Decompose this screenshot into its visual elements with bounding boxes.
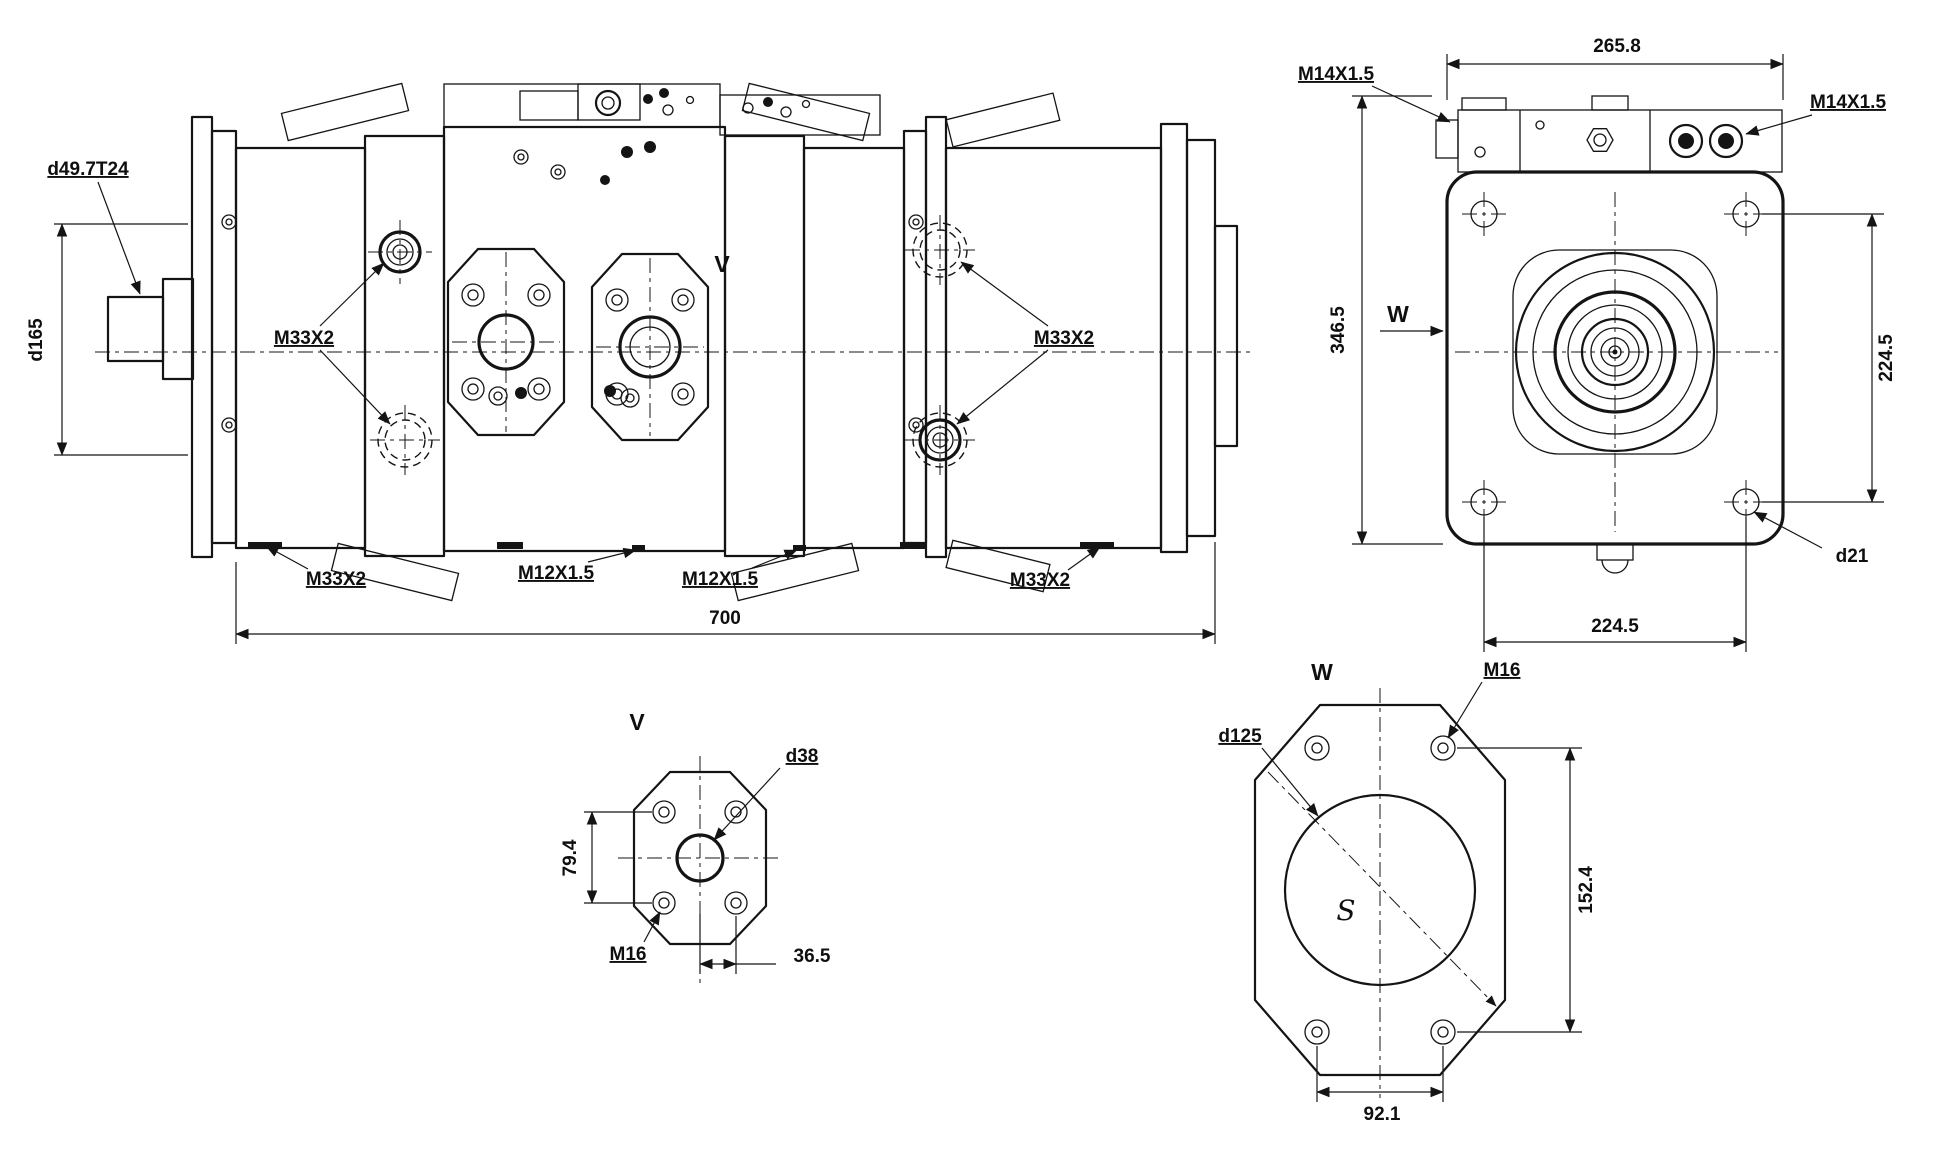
center-boss	[1514, 251, 1716, 453]
main-view: 700 d165 d49.7T24 M33X2 M33X2 M33X2	[26, 82, 1252, 644]
m14-left-label: M14X1.5	[1298, 64, 1374, 85]
m33-bottom-right-label: M33X2	[1010, 570, 1070, 591]
d125-label: d125	[1218, 726, 1262, 747]
callout-m14-left: M14X1.5	[1298, 64, 1451, 123]
mounting-brackets	[280, 82, 1061, 602]
end-top-assembly	[1435, 95, 1783, 173]
callout-port-top-right: M33X2	[956, 261, 1094, 425]
side-port-top-right-hidden	[905, 215, 975, 285]
detail-w-title: W	[1311, 659, 1333, 685]
dim-224-right-label: 224.5	[1876, 334, 1897, 382]
dim-end-height: 346.5	[1328, 95, 1443, 545]
detail-v-title: V	[629, 709, 645, 735]
detail-v-view: V d38 79.4 M16	[560, 709, 831, 984]
dim-d165-label: d165	[26, 318, 47, 362]
side-port-bottom-left-hidden	[370, 405, 440, 475]
view-w-marker-group: W	[1380, 301, 1444, 337]
v-flange	[618, 756, 782, 984]
callout-d125: d125	[1218, 726, 1319, 817]
dim-overall-length: 700	[235, 542, 1216, 644]
side-port-bottom-right	[905, 405, 975, 475]
dim-v-pitch-vertical: 79.4	[560, 811, 652, 904]
callout-m14-right: M14X1.5	[1745, 92, 1886, 136]
dim-v-pitch-horizontal: 36.5	[699, 914, 831, 974]
v-m16-label: M16	[610, 944, 647, 965]
dim-36-label: 36.5	[794, 946, 831, 967]
dim-end-width: 265.8	[1446, 36, 1784, 100]
view-w-marker: W	[1387, 301, 1409, 327]
dim-bolt-bottom: 224.5	[1483, 517, 1747, 652]
d38-label: d38	[786, 746, 819, 767]
drive-shaft	[106, 277, 195, 381]
m33-left-label: M33X2	[274, 328, 334, 349]
corner-bolt-holes	[1462, 192, 1768, 524]
top-valve-assembly	[443, 83, 881, 136]
d21-label: d21	[1836, 546, 1869, 567]
dim-w-pitch-vertical: 152.4	[1457, 747, 1597, 1033]
m12-right-label: M12X1.5	[682, 569, 758, 590]
dim-bolt-right: 224.5	[1762, 213, 1897, 503]
dim-346-label: 346.5	[1328, 306, 1349, 354]
m12-left-label: M12X1.5	[518, 563, 594, 584]
callout-drain-left: M12X1.5	[518, 547, 637, 584]
spline-mark: S	[1336, 894, 1355, 927]
callout-v-m16: M16	[610, 911, 661, 965]
spline-label: d49.7T24	[47, 159, 129, 180]
dim-700-label: 700	[709, 608, 741, 629]
port-pad-right	[590, 252, 710, 442]
dim-152-label: 152.4	[1576, 866, 1597, 914]
bottom-tab	[1596, 543, 1634, 574]
side-port-top-left	[368, 220, 432, 284]
w-flange: S	[1253, 688, 1507, 1098]
callout-spline: d49.7T24	[47, 159, 141, 295]
dim-79-label: 79.4	[560, 839, 581, 876]
dim-224-bottom-label: 224.5	[1591, 616, 1639, 637]
m33-bottom-left-label: M33X2	[306, 569, 366, 590]
mounting-flange	[190, 115, 238, 559]
dim-w-pitch-horizontal: 92.1	[1316, 1046, 1444, 1125]
small-fittings	[248, 141, 1114, 551]
end-view: 265.8 M14X1.5 M14X1.5 346.5 W 224.5	[1298, 36, 1897, 652]
callout-w-m16: M16	[1447, 660, 1521, 739]
callout-d21: d21	[1753, 511, 1869, 567]
port-pad-left	[446, 247, 566, 437]
m33-right-label: M33X2	[1034, 328, 1094, 349]
w-m16-label: M16	[1484, 660, 1521, 681]
dim-shaft-flange: d165	[26, 223, 188, 456]
dim-265-label: 265.8	[1593, 36, 1641, 57]
dim-92-label: 92.1	[1364, 1104, 1401, 1125]
m14-right-label: M14X1.5	[1810, 92, 1886, 113]
detail-w-view: W S M16 d125 152.4	[1218, 659, 1597, 1125]
view-v-marker: V	[714, 251, 730, 277]
callout-d38: d38	[713, 746, 819, 841]
pump-housing	[234, 115, 1239, 559]
callout-drain-right: M12X1.5	[682, 549, 798, 590]
callout-port-bottom-right: M33X2	[1010, 546, 1101, 591]
callout-port-bottom-left: M33X2	[265, 545, 366, 590]
callout-port-top-left: M33X2	[274, 262, 391, 425]
